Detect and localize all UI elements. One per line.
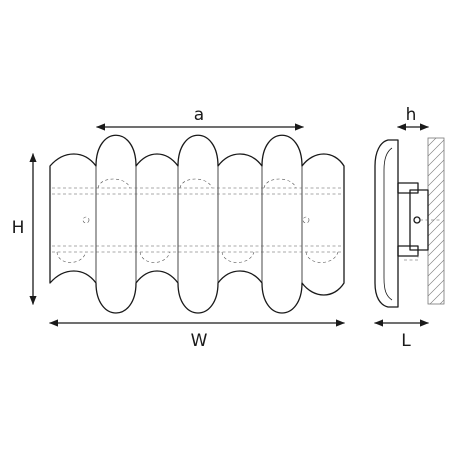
dimension-L: L — [374, 319, 429, 351]
dimension-a: a — [96, 105, 304, 131]
label-a: a — [194, 105, 204, 125]
dimension-H: H — [12, 153, 37, 305]
front-view — [49, 134, 345, 314]
wall-hatch — [427, 137, 445, 305]
front-body-outline — [49, 134, 345, 314]
side-body-outline — [374, 139, 399, 308]
dimension-h: h — [397, 105, 429, 131]
front-hidden-lines — [52, 178, 342, 263]
label-L: L — [401, 331, 411, 351]
label-H: H — [12, 218, 25, 238]
dimension-W: W — [49, 319, 345, 351]
front-seams — [95, 166, 303, 283]
label-W: W — [191, 331, 208, 351]
side-view — [374, 137, 445, 308]
label-h: h — [406, 105, 417, 125]
wall-bracket — [397, 182, 440, 261]
